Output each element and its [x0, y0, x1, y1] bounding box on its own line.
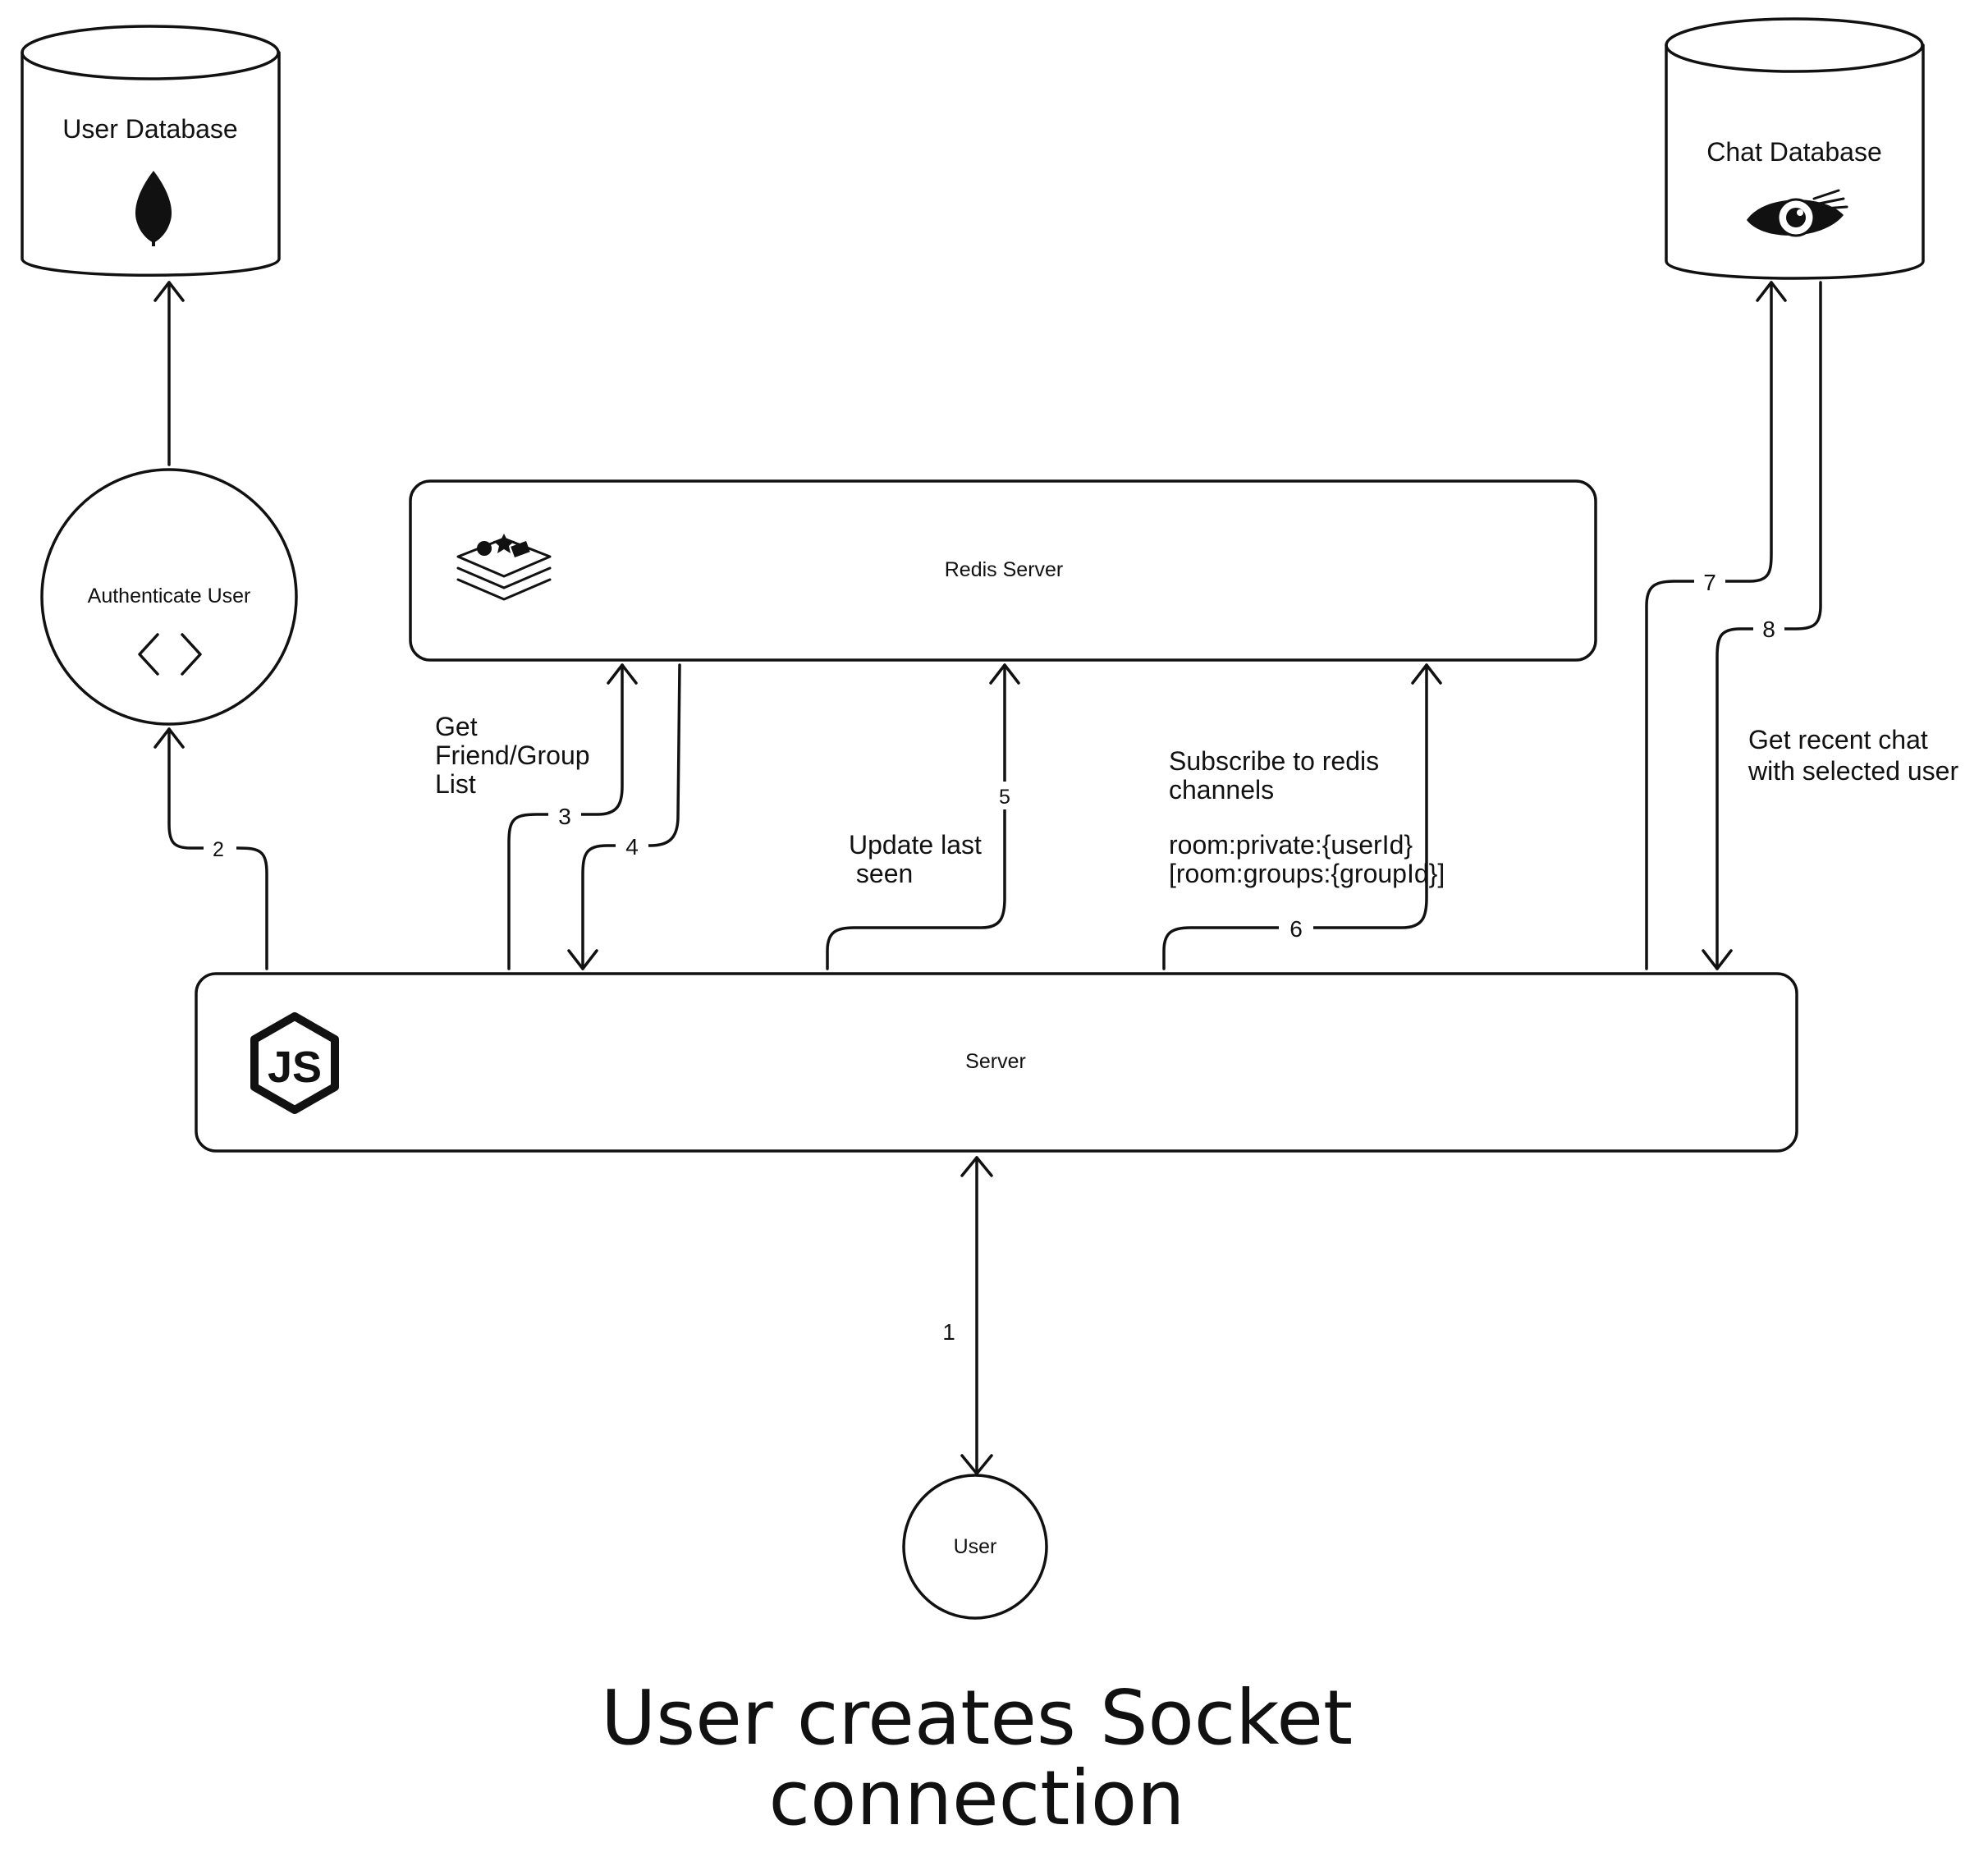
user-node[interactable]: User: [902, 1474, 1048, 1620]
caption-line-1: User creates Socket: [601, 1674, 1353, 1762]
redis-server-box: [409, 479, 1597, 662]
user-database-top: [21, 25, 280, 80]
mongodb-leaf-icon: [135, 171, 172, 246]
edge-1[interactable]: 1: [942, 1156, 993, 1475]
nodejs-hexagon-icon: JS: [250, 1012, 339, 1114]
arrowhead-up-icon: [960, 1156, 993, 1177]
edge-3-note-line-3: List: [435, 769, 476, 799]
authenticate-user-circle: [40, 468, 298, 726]
edge-7-label: 7: [1703, 570, 1716, 595]
svg-text:JS: JS: [268, 1043, 322, 1092]
edge-5-note-line-1: Update last: [849, 830, 982, 860]
edge-3-note-line-1: Get: [435, 712, 478, 741]
edge-2[interactable]: 2: [153, 727, 268, 970]
redis-stack-icon: [456, 534, 552, 601]
chat-database-top: [1665, 17, 1924, 73]
diagram-caption: User creates Socket connection: [601, 1674, 1353, 1842]
cassandra-eye-icon: [1747, 189, 1848, 237]
user-circle: [902, 1474, 1048, 1620]
edge-6-label: 6: [1289, 916, 1303, 942]
edge-6[interactable]: 6 Subscribe to redis channels room:priva…: [1162, 663, 1445, 970]
edge-1-label: 1: [942, 1319, 955, 1345]
redis-server-label: Redis Server: [945, 558, 1064, 581]
edge-5-note-line-2: seen: [849, 859, 913, 888]
edge-8-note-line-2: with selected user: [1748, 756, 1958, 786]
edge-8-label: 8: [1762, 617, 1775, 642]
chat-database-node[interactable]: Chat Database: [1665, 17, 1925, 280]
code-brackets-icon: [138, 633, 202, 676]
edge-4[interactable]: 4: [567, 663, 681, 970]
caption-line-2: connection: [769, 1754, 1185, 1842]
edge-3[interactable]: 3 Get Friend/Group List: [435, 663, 638, 970]
authenticate-user-node[interactable]: Authenticate User: [40, 468, 298, 726]
edge-8[interactable]: 8 Get recent chat with selected user: [1702, 281, 1958, 970]
edge-4-label: 4: [625, 834, 639, 860]
user-database-body: [21, 51, 281, 277]
edge-6-note-line-1: Subscribe to redis: [1169, 746, 1379, 776]
arrowhead-down-icon: [960, 1454, 993, 1475]
edge-6-note-line-5: [room:groups:{groupId}]: [1169, 859, 1445, 888]
redis-server-node[interactable]: Redis Server: [409, 479, 1597, 662]
arrowhead-up-icon: [153, 727, 185, 749]
server-label: Server: [965, 1050, 1026, 1073]
arrowhead-down-icon: [1702, 949, 1733, 970]
user-label: User: [954, 1535, 997, 1558]
user-database-label: User Database: [62, 114, 237, 144]
edge-6-note-line-2: channels: [1169, 775, 1274, 805]
edge-8-note-line-1: Get recent chat: [1748, 725, 1928, 754]
arrowhead-up-icon: [1411, 663, 1442, 685]
server-node[interactable]: Server JS: [195, 972, 1798, 1153]
arrowhead-up-icon: [607, 663, 638, 685]
edge-6-note-line-4: room:private:{userId}: [1169, 830, 1413, 860]
edge-3-note-line-2: Friend/Group: [435, 741, 590, 770]
arrowhead-down-icon: [567, 949, 598, 970]
edge-5[interactable]: 5 Update last seen: [826, 663, 1020, 970]
arrowhead-up-icon: [989, 663, 1020, 685]
edge-5-label: 5: [999, 786, 1010, 809]
chat-database-body: [1665, 44, 1925, 280]
chat-database-label: Chat Database: [1706, 137, 1881, 167]
arrowhead-up-icon: [1756, 281, 1787, 302]
edge-3-label: 3: [558, 804, 571, 829]
user-database-node[interactable]: User Database: [21, 25, 281, 277]
edge-7[interactable]: 7: [1645, 281, 1787, 970]
edge-auth-to-user-db[interactable]: [153, 281, 185, 466]
edge-2-label: 2: [213, 838, 224, 861]
server-box: [195, 972, 1798, 1153]
authenticate-user-label: Authenticate User: [88, 585, 251, 608]
arrowhead-up-icon: [153, 281, 185, 302]
